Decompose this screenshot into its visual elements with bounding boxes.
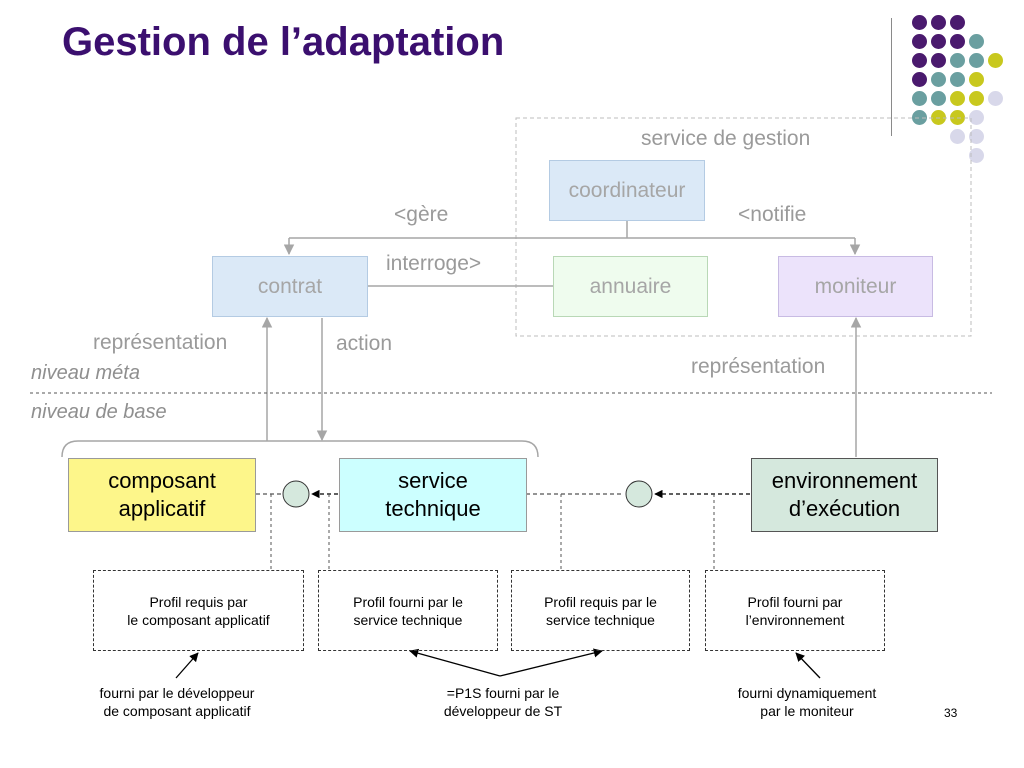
interface-circle-left <box>282 480 310 508</box>
environnement-execution-box: environnement d’exécution <box>751 458 938 532</box>
decor-dot <box>988 53 1003 68</box>
decor-dot <box>931 72 946 87</box>
decor-dot <box>950 15 965 30</box>
decor-dot <box>912 34 927 49</box>
moniteur-box: moniteur <box>778 256 933 317</box>
decor-dot <box>969 129 984 144</box>
service-gestion-container <box>515 117 972 337</box>
decor-dot <box>969 53 984 68</box>
decor-dot <box>950 129 965 144</box>
note-developpeur-composant: fourni par le développeur de composant a… <box>99 685 255 719</box>
page-number: 33 <box>944 706 958 720</box>
note-moniteur: fourni dynamiquement par le moniteur <box>737 685 877 719</box>
title-divider-line <box>891 18 892 136</box>
notifie-label: <notifie <box>738 203 807 226</box>
decor-dot <box>931 15 946 30</box>
decor-dot <box>969 110 984 125</box>
profil-requis-service: Profil requis par le service technique <box>511 570 690 651</box>
gere-label: <gère <box>394 203 449 226</box>
decor-dot <box>969 72 984 87</box>
service-technique-box: service technique <box>339 458 527 532</box>
decor-dot <box>912 15 927 30</box>
interface-circle-right <box>625 480 653 508</box>
note-left-arrow <box>175 652 199 679</box>
grouping-brace <box>61 440 539 458</box>
decor-dot <box>912 53 927 68</box>
slide-title: Gestion de l’adaptation <box>62 20 505 64</box>
representation-right-label: représentation <box>691 355 826 378</box>
coordinateur-box: coordinateur <box>549 160 705 221</box>
decor-dot <box>912 72 927 87</box>
note-middle-arrow-left <box>409 648 501 677</box>
niveau-base-label: niveau de base <box>31 401 167 423</box>
decor-dot <box>969 148 984 163</box>
action-label: action <box>336 332 393 355</box>
composant-applicatif-box: composant applicatif <box>68 458 256 532</box>
profil-fourni-service: Profil fourni par le service technique <box>318 570 498 651</box>
decor-dot <box>950 72 965 87</box>
contrat-box: contrat <box>212 256 368 317</box>
decor-dot <box>950 91 965 106</box>
profil-fourni-environnement: Profil fourni par l’environnement <box>705 570 885 651</box>
decor-dot <box>950 34 965 49</box>
niveau-meta-label: niveau méta <box>31 362 140 384</box>
annuaire-box: annuaire <box>553 256 708 317</box>
decor-dot <box>969 34 984 49</box>
decor-dot <box>969 91 984 106</box>
profil-requis-composant: Profil requis par le composant applicati… <box>93 570 304 651</box>
decor-dot <box>931 34 946 49</box>
note-right-arrow <box>795 652 821 679</box>
service-gestion-label: service de gestion <box>641 127 811 150</box>
representation-left-label: représentation <box>93 331 228 354</box>
decor-dot <box>950 53 965 68</box>
decor-dot <box>912 91 927 106</box>
decor-dot <box>988 91 1003 106</box>
note-middle-arrow-right <box>499 648 603 677</box>
decor-dot <box>931 53 946 68</box>
note-p1s: =P1S fourni par le développeur de ST <box>443 685 563 719</box>
decor-dot <box>931 91 946 106</box>
decor-dot <box>912 110 927 125</box>
interroge-label: interroge> <box>386 252 482 275</box>
